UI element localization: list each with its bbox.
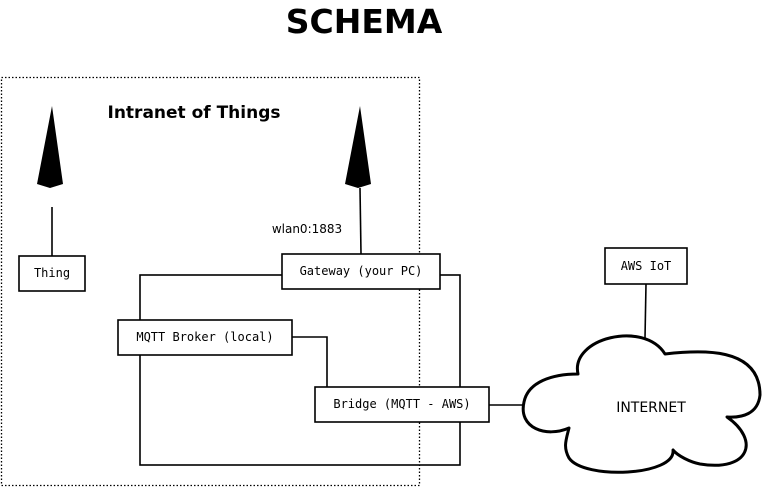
broker-node: MQTT Broker (local): [117, 319, 293, 356]
broker-bridge-link: [292, 336, 328, 388]
bridge-label: Bridge (MQTT - AWS): [333, 397, 470, 411]
gateway-node: Gateway (your PC): [281, 253, 441, 290]
gateway-antenna-link: [359, 187, 362, 255]
bridge-node: Bridge (MQTT - AWS): [314, 386, 490, 423]
diagram-title: SCHEMA: [286, 2, 443, 41]
thing-label: Thing: [34, 266, 70, 280]
antenna-tower-icon: [345, 98, 371, 188]
aws-node: AWS IoT: [604, 247, 688, 285]
aws-label: AWS IoT: [621, 259, 672, 273]
broker-label: MQTT Broker (local): [136, 330, 273, 344]
region-label: Intranet of Things: [108, 103, 281, 123]
interface-label: wlan0:1883: [272, 222, 342, 236]
internal-network-loop: [139, 274, 461, 466]
gateway-label: Gateway (your PC): [300, 264, 423, 278]
thing-node: Thing: [18, 255, 86, 292]
antenna-tower-icon: [37, 98, 63, 188]
cloud-label: INTERNET: [616, 400, 686, 416]
aws-internet-link: [644, 283, 647, 339]
internet-cloud: INTERNET: [521, 334, 762, 474]
